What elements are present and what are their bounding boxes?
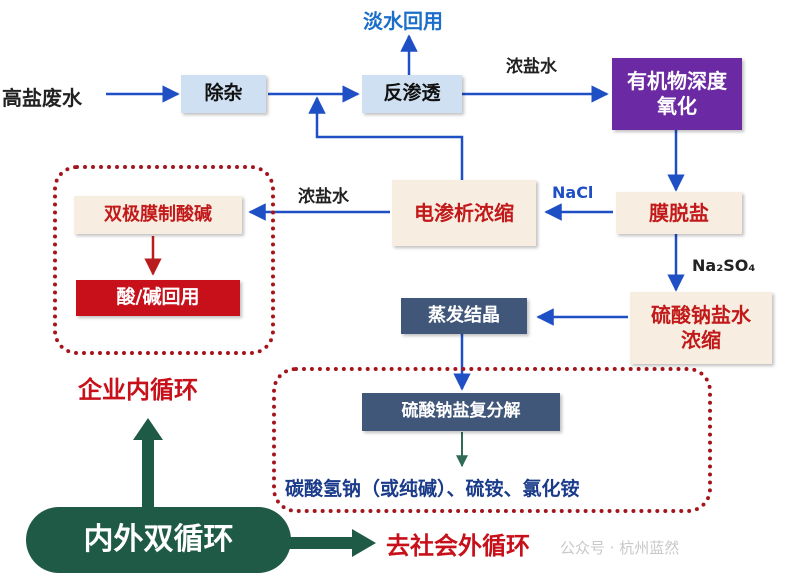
node-products: 碳酸氢钠（或纯碱）、硫铵、氯化铵 <box>285 478 580 500</box>
external-cycle-container <box>272 367 712 513</box>
node-impurity-removal: 除杂 <box>181 75 266 113</box>
node-fresh-water-reuse: 淡水回用 <box>363 9 443 33</box>
node-reverse-osmosis: 反渗透 <box>362 75 462 113</box>
label-concentrated-brine-left: 浓盐水 <box>298 187 349 207</box>
node-evaporation-crystallization: 蒸发结晶 <box>401 298 527 334</box>
node-electrodialysis: 电渗析浓缩 <box>392 180 536 246</box>
green-arrow-up <box>133 418 163 515</box>
label-concentrated-brine-top: 浓盐水 <box>506 57 557 77</box>
label-internal-cycle: 企业内循环 <box>78 376 198 404</box>
node-sodium-sulfate-decomposition: 硫酸钠盐复分解 <box>362 393 560 431</box>
watermark: 公众号 · 杭州蓝然 <box>560 539 680 557</box>
node-high-salt-wastewater: 高盐废水 <box>2 86 82 110</box>
arrow-ed-feedback-to-ro <box>308 96 464 180</box>
label-external-cycle: 去社会外循环 <box>386 532 530 560</box>
node-sodium-sulfate-concentration: 硫酸钠盐水浓缩 <box>630 292 772 364</box>
node-acid-base-reuse: 酸/碱回用 <box>76 280 240 316</box>
node-organic-oxidation: 有机物深度氧化 <box>612 58 742 130</box>
internal-cycle-container <box>53 165 275 355</box>
node-membrane-desalination: 膜脱盐 <box>616 192 742 234</box>
node-bipolar-membrane: 双极膜制酸碱 <box>74 196 242 234</box>
label-na2so4: Na₂SO₄ <box>692 256 756 275</box>
green-arrow-right <box>288 529 376 557</box>
label-dual-cycle: 内外双循环 <box>26 507 291 573</box>
label-nacl: NaCl <box>552 183 594 202</box>
